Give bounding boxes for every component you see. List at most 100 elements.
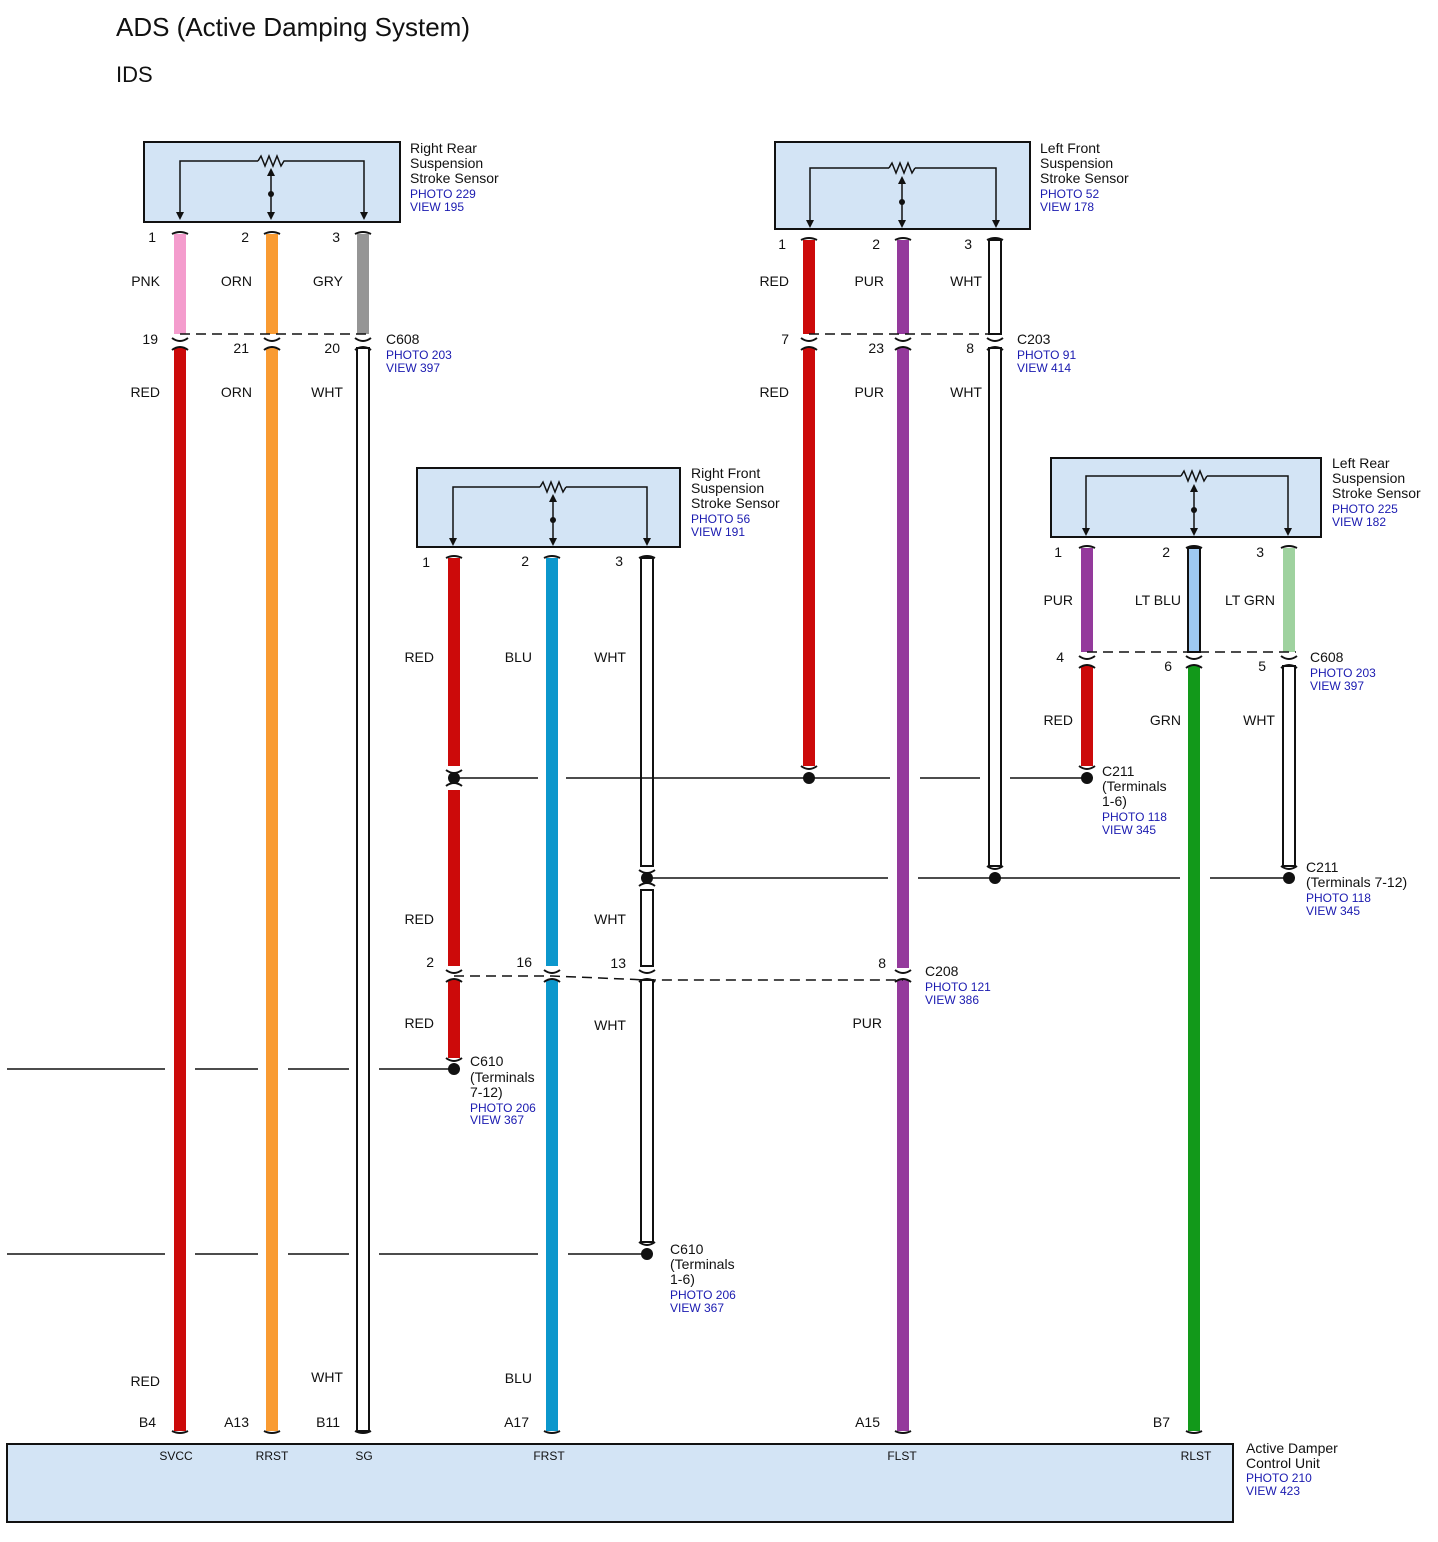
c610-a-terminals-2: 7-12)	[470, 1084, 503, 1100]
lf-wiper-dot	[899, 199, 905, 205]
dot-c211-b-lr	[1283, 872, 1295, 884]
label-rf-upper-2: BLU	[505, 649, 532, 665]
lf-sensor-name-3: Stroke Sensor	[1040, 170, 1129, 186]
left-rear-sensor: Left Rear Suspension Stroke Sensor PHOTO…	[1050, 455, 1421, 560]
c608-lr-photo: PHOTO 203	[1310, 666, 1376, 680]
wire-pur-flst-lower	[897, 980, 909, 1431]
wires	[174, 234, 1296, 1432]
c610-b-photo: PHOTO 206	[670, 1288, 736, 1302]
control-unit-view: VIEW 423	[1246, 1484, 1300, 1498]
c203-photo: PHOTO 91	[1017, 348, 1076, 362]
wire-wht-rf-lower	[640, 979, 654, 1243]
label-lr-upper-1: PUR	[1043, 592, 1073, 608]
wire-blu-frst	[546, 980, 558, 1431]
junction-dots	[448, 772, 1295, 1260]
lr-pin-1: 1	[1054, 544, 1062, 560]
wire-ltgrn-lr	[1283, 548, 1295, 652]
wire-labels: PNK ORN GRY RED ORN WHT RED PUR WHT RED …	[130, 273, 1275, 1389]
rf-resistor-icon	[539, 479, 567, 495]
label-lr-upper-3: LT GRN	[1225, 592, 1275, 608]
lr-sensor-box	[1050, 457, 1322, 538]
cap-c203-23	[894, 337, 912, 351]
control-unit-name-2: Control Unit	[1246, 1455, 1320, 1471]
lr-pin-3: 3	[1256, 544, 1264, 560]
wire-red-lf-lower	[803, 348, 815, 766]
label-lf-upper-1: RED	[759, 273, 789, 289]
label-rf-mid-1: RED	[404, 911, 434, 927]
c608-rear-photo: PHOTO 203	[386, 348, 452, 362]
c208-pin-2: 2	[426, 954, 434, 970]
wire-pnk	[174, 234, 186, 334]
rr-resistor-icon	[257, 153, 286, 169]
label-rf-upper-1: RED	[404, 649, 434, 665]
c211-b-name: C211	[1306, 859, 1339, 875]
c203-name: C203	[1017, 331, 1051, 347]
c211-a-name: C211	[1102, 763, 1135, 779]
rf-sensor-name-2: Suspension	[691, 480, 764, 496]
pin-a17: A17	[504, 1414, 529, 1430]
cap-c208-13	[638, 969, 656, 983]
dot-c211-a-lr	[1081, 772, 1093, 784]
wire-red-lf-upper	[803, 240, 815, 334]
cap-c208-8	[894, 969, 912, 983]
label-rf-mid-2: WHT	[594, 911, 626, 927]
cap-c208-2	[445, 969, 463, 983]
c608-lr-name: C608	[1310, 649, 1344, 665]
c211-a-terminals-1: (Terminals	[1102, 778, 1167, 794]
c610-b-terminals-1: (Terminals	[670, 1256, 735, 1272]
lf-sensor-internal	[809, 167, 997, 220]
c211-b-terminals: (Terminals 7-12)	[1306, 874, 1407, 890]
c208-name: C208	[925, 963, 959, 979]
c608-rear-view: VIEW 397	[386, 361, 440, 375]
pin-a15: A15	[855, 1414, 880, 1430]
pin-b7: B7	[1153, 1414, 1170, 1430]
wire-red-lr	[1081, 666, 1093, 766]
rr-sensor-view: VIEW 195	[410, 200, 464, 214]
rr-sensor-internal	[179, 160, 365, 212]
cap-c203-7	[800, 337, 818, 351]
wire-wht-rf-mid	[640, 889, 654, 967]
wire-red-rf-mid	[448, 790, 460, 966]
lf-sensor-name-1: Left Front	[1040, 140, 1100, 156]
wire-wht-lf-lower	[988, 347, 1002, 867]
c203-pin-7: 7	[781, 331, 789, 347]
lr-sensor-view: VIEW 182	[1332, 515, 1386, 529]
label-lr-upper-2: LT BLU	[1135, 592, 1181, 608]
cap-c608-lr-4	[1078, 655, 1096, 669]
lf-resistor-icon	[888, 160, 916, 176]
c608-rear-name: C608	[386, 331, 420, 347]
cap-c608-rear-20	[354, 337, 372, 351]
cap-rr-1	[171, 231, 189, 235]
wire-pur-lr	[1081, 548, 1093, 652]
rr-pin-1: 1	[148, 229, 156, 245]
control-unit-name-1: Active Damper	[1246, 1440, 1338, 1456]
dot-c211-b-rf	[641, 872, 653, 884]
cap-c610-a	[445, 1057, 463, 1062]
terminal-rlst: RLST	[1181, 1449, 1212, 1463]
wire-grn-rlst	[1188, 666, 1200, 1431]
label-bottom-red: RED	[130, 1373, 160, 1389]
dot-c211-a-rf	[448, 772, 460, 784]
terminal-frst: FRST	[533, 1449, 565, 1463]
cap-rr-3	[354, 231, 372, 235]
c211-a-photo: PHOTO 118	[1102, 810, 1167, 824]
cap-lf-2	[894, 237, 912, 241]
cap-lr-wht-end	[1280, 865, 1298, 870]
label-lf-upper-2: PUR	[854, 273, 884, 289]
control-unit: SVCC RRST SG FRST FLST RLST Active Dampe…	[6, 1414, 1338, 1523]
rf-wiper-dot	[550, 517, 556, 523]
dot-c610-a	[448, 1063, 460, 1075]
wire-blu-frst-upper	[546, 558, 558, 966]
wire-wht-rf-upper	[640, 557, 654, 867]
lr-wiper-dot	[1191, 507, 1197, 513]
lr-sensor-name-1: Left Rear	[1332, 455, 1390, 471]
rr-pin-3: 3	[332, 229, 340, 245]
lf-sensor-photo: PHOTO 52	[1040, 187, 1099, 201]
label-lf-lower-1: RED	[759, 384, 789, 400]
label-rr-lower-3: WHT	[311, 384, 343, 400]
label-rf-lower-2: WHT	[594, 1017, 626, 1033]
rr-sensor-name-2: Suspension	[410, 155, 483, 171]
rr-wiper-dot	[268, 191, 274, 197]
pin-b4: B4	[139, 1414, 156, 1430]
